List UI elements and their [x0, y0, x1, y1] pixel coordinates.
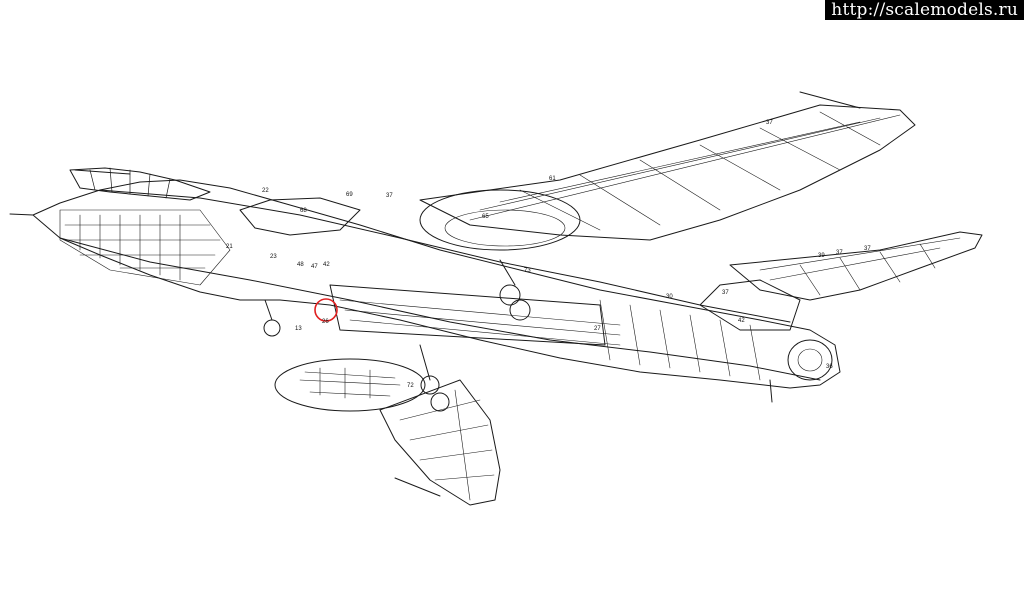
callout-label-23: 23 — [270, 254, 277, 260]
starboard-wing-ribs — [399, 389, 495, 501]
fuselage-spine-line — [99, 189, 791, 323]
main-landing-gear-rear — [419, 344, 450, 412]
callout-label-37: 37 — [722, 290, 729, 296]
callout-label-47: 47 — [311, 264, 318, 270]
callout-label-73: 73 — [524, 268, 531, 274]
callout-label-48: 48 — [297, 262, 304, 268]
callout-label-26: 26 — [322, 319, 329, 325]
port-wing — [419, 104, 916, 241]
callout-label-22: 22 — [262, 188, 269, 194]
crew-compartment — [59, 209, 231, 286]
starboard-wing — [379, 379, 501, 506]
nose-landing-gear — [263, 299, 281, 337]
callout-label-72: 72 — [407, 383, 414, 389]
callout-label-42: 42 — [323, 262, 330, 268]
underwing-tank-detail — [299, 367, 401, 399]
canopy-frames — [89, 167, 171, 199]
callout-label-36: 36 — [826, 364, 833, 370]
pitot-mast — [74, 169, 131, 175]
watermark-url: http://scalemodels.ru — [825, 0, 1024, 20]
highlight-circle — [314, 298, 338, 322]
callout-label-13: 13 — [295, 326, 302, 332]
main-landing-gear-front — [499, 259, 531, 321]
underwing-tank — [274, 358, 426, 412]
callout-label-37: 37 — [386, 193, 393, 199]
fuselage-tube-lines — [339, 299, 761, 381]
callout-label-27: 27 — [594, 326, 601, 332]
dorsal-fairing — [239, 197, 361, 236]
tailplane — [729, 231, 983, 301]
bomb-bay — [329, 284, 606, 346]
callout-label-37: 37 — [836, 250, 843, 256]
callout-label-42: 42 — [738, 318, 745, 324]
callout-label-21: 21 — [226, 244, 233, 250]
tail-bumper — [769, 379, 773, 403]
tailplane-ribs — [759, 237, 961, 296]
callout-label-30: 30 — [666, 294, 673, 300]
callout-label-69: 69 — [346, 192, 353, 198]
starboard-wing-tip-probe — [394, 477, 441, 497]
exhaust-nozzle-inner — [797, 348, 823, 372]
port-wing-tip-probe — [799, 91, 861, 109]
exhaust-nozzle — [787, 339, 833, 381]
callout-label-68: 68 — [300, 208, 307, 214]
callout-label-37: 37 — [864, 246, 871, 252]
callout-label-39: 39 — [818, 253, 825, 259]
intake-duct-inner — [444, 209, 566, 247]
callout-label-37: 37 — [766, 120, 773, 126]
nose-probe — [9, 213, 34, 216]
intake-duct — [419, 189, 581, 251]
fin — [699, 279, 801, 331]
port-wing-ribs — [469, 111, 901, 231]
callout-layer: 22 69 37 61 37 68 65 21 23 48 47 42 73 30 27 39 37 37 37 42… — [226, 120, 871, 389]
callout-label-65: 65 — [482, 214, 489, 220]
callout-label-61: 61 — [549, 176, 556, 182]
fuselage-outline — [32, 179, 841, 389]
